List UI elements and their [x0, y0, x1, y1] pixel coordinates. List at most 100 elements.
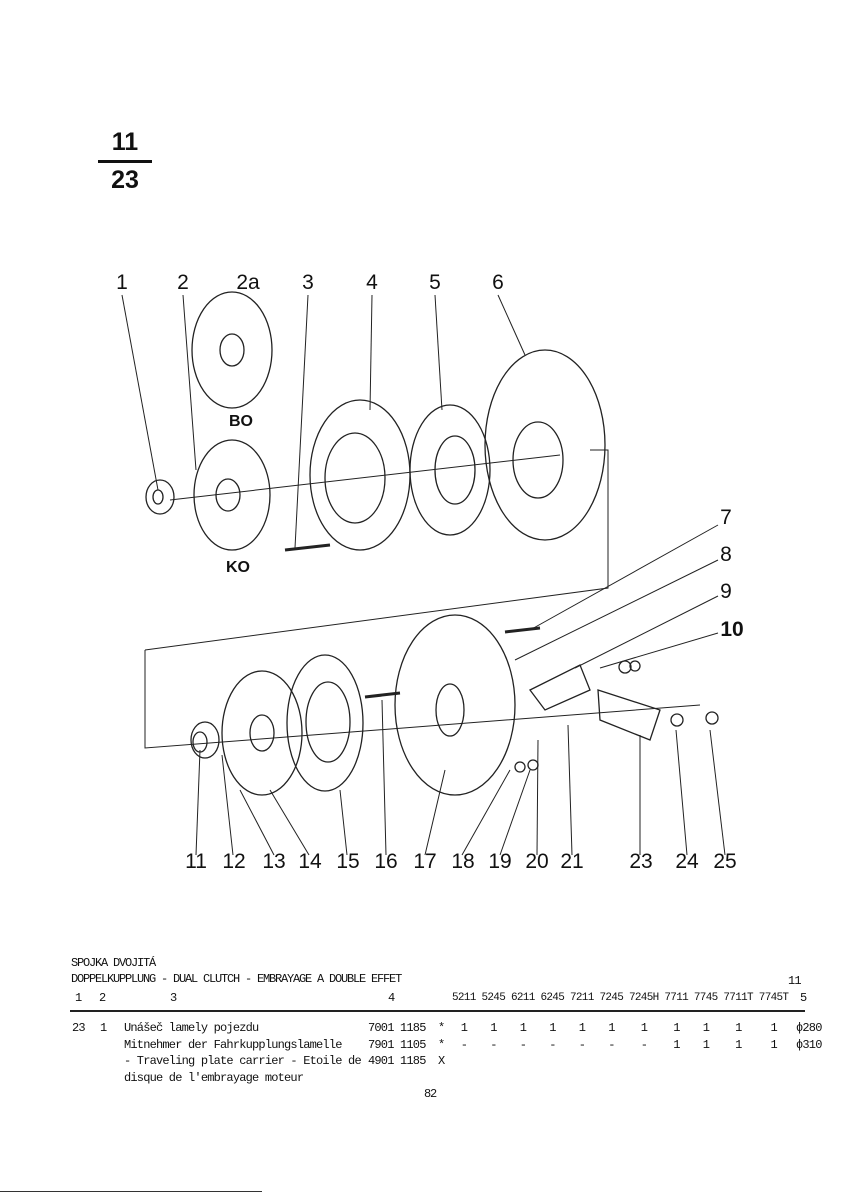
callout-13: 13: [262, 850, 286, 873]
leader-lines: [121, 294, 726, 856]
model-header: 5211: [452, 992, 476, 1004]
part-number-cell: 7001 1185: [368, 1021, 426, 1035]
model-header: 7245: [599, 992, 624, 1004]
mark-cell: *: [438, 1037, 445, 1052]
model-quantity-cell: -: [460, 1037, 468, 1052]
callout-18: 18: [451, 850, 475, 873]
header-rule: [70, 1010, 805, 1012]
model-quantity-cell: -: [549, 1037, 556, 1052]
assembly-frame: [144, 650, 701, 749]
nut-24: [670, 713, 684, 727]
callout-21: 21: [560, 850, 584, 873]
callout-6: 6: [492, 271, 504, 294]
callout-14: 14: [298, 850, 322, 873]
table-row: disque de l'embrayage moteur: [0, 1071, 861, 1085]
callout-4: 4: [366, 271, 378, 294]
variant-ko: KO: [226, 559, 250, 576]
figure-number-top: 11: [111, 128, 139, 156]
fraction-bar: [98, 160, 152, 163]
clutch-disc-2: [193, 439, 271, 551]
section-number-row: 11: [0, 974, 861, 988]
hub-1: [145, 479, 175, 515]
callout-24: 24: [675, 850, 699, 873]
col-header-2: 2: [99, 991, 106, 1005]
col-header-4: 4: [388, 991, 395, 1005]
col-header-1: 1: [75, 991, 82, 1005]
model-header: 7711T: [723, 992, 753, 1004]
part-number-cell: 7901 1105: [368, 1037, 426, 1052]
callout-25: 25: [713, 850, 737, 873]
callout-23: 23: [629, 850, 653, 873]
exploded-clutch-diagram: [121, 291, 726, 856]
model-quantity-cell: -: [608, 1037, 615, 1052]
model-header: 6245: [540, 992, 565, 1004]
callout-11: 11: [185, 850, 207, 873]
model-quantity-cell: 1: [549, 1021, 556, 1035]
callout-5: 5: [429, 271, 441, 294]
model-quantity-cell: 1: [578, 1021, 586, 1035]
callout-15: 15: [336, 850, 360, 873]
bolt-7: [504, 626, 541, 634]
model-quantity-cell: 1: [640, 1021, 648, 1035]
page-number: 82: [424, 1087, 437, 1101]
callout-16: 16: [374, 850, 398, 873]
model-quantity-cell: -: [490, 1037, 497, 1052]
description-cell: Unášeč lamely pojezdu: [124, 1021, 259, 1035]
part-number-cell: 4901 1185: [368, 1054, 426, 1068]
callout-2: 2: [177, 271, 189, 294]
model-header: 7211: [570, 992, 594, 1004]
callout-2a: 2a: [236, 271, 260, 294]
callout-20: 20: [525, 850, 549, 873]
model-quantity-cell: 1: [702, 1021, 710, 1035]
model-header: 7745: [693, 992, 718, 1004]
variant-bo: BO: [229, 413, 253, 430]
col-header-5: 5: [800, 991, 807, 1005]
model-quantity-cell: 1: [735, 1021, 742, 1035]
model-quantity-cell: -: [640, 1037, 648, 1052]
description-cell: Mitnehmer der Fahrkupplungslamelle: [124, 1037, 342, 1052]
callout-12: 12: [222, 850, 246, 873]
figure-number: 11 23: [98, 128, 152, 195]
col-header-3: 3: [170, 991, 177, 1005]
model-quantity-cell: 1: [673, 1037, 680, 1052]
clutch-disc-14: [221, 670, 303, 796]
table-row: Mitnehmer der Fahrkupplungslamelle 7901 1…: [0, 1038, 861, 1052]
hub-11: [190, 721, 220, 759]
quantity-cell: 1: [100, 1021, 107, 1035]
callout-7: 7: [720, 506, 732, 529]
model-quantity-cell: 1: [460, 1021, 468, 1035]
mark-cell: *: [438, 1021, 445, 1035]
model-quantity-cell: -: [578, 1037, 586, 1052]
callout-1: 1: [116, 271, 128, 294]
callout-8: 8: [720, 543, 732, 566]
table-row: 23 1 Unášeč lamely pojezdu 7001 1185 * 1 1 1 1 1 1…: [0, 1021, 861, 1035]
note-cell: ϕ280: [796, 1021, 822, 1035]
model-quantity-cell: 1: [608, 1021, 615, 1035]
mark-cell: X: [438, 1054, 445, 1068]
spring-plate-5: [409, 404, 491, 536]
pressure-plate-4: [309, 399, 411, 551]
table-title-cz: SPOJKA DVOJITÁ: [71, 956, 156, 970]
bolt-3: [284, 543, 331, 552]
note-cell: ϕ310: [796, 1037, 822, 1052]
model-quantity-cell: 1: [490, 1021, 497, 1035]
washer-18: [514, 761, 526, 773]
model-quantity-cell: 1: [735, 1037, 742, 1052]
lever-21: [529, 664, 591, 711]
nut-19: [527, 759, 539, 771]
callout-9: 9: [720, 580, 732, 603]
callout-19: 19: [488, 850, 512, 873]
model-quantity-cell: 1: [702, 1037, 710, 1052]
bolt-16: [364, 691, 401, 699]
model-quantity-cell: 1: [770, 1021, 778, 1035]
position-cell: 23: [72, 1021, 86, 1035]
friction-disc-15: [286, 654, 364, 792]
table-title-multilingual: DOPPELKUPPLUNG - DUAL CLUTCH - EMBRAYAGE…: [71, 972, 402, 986]
section-number: 11: [788, 974, 802, 988]
footer-line: [0, 1191, 262, 1192]
callout-3: 3: [302, 271, 314, 294]
model-quantity-cell: 1: [770, 1037, 778, 1052]
